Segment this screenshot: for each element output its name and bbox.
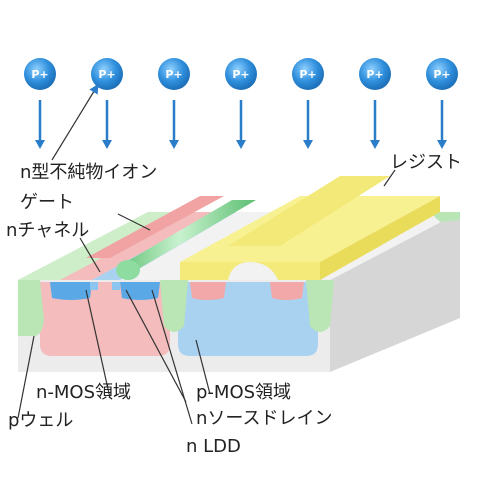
ion-5: P+ [292,58,324,149]
ion-label: P+ [98,68,115,81]
label-n-ion: n型不純物イオン [20,162,157,183]
p-well [40,282,170,356]
label-gate: ゲート [20,192,74,213]
label-resist: レジスト [390,152,462,173]
ion-circle [359,58,391,90]
p-source-drain [190,282,304,300]
ion-arrow-head [236,140,246,149]
gate [116,200,256,280]
ion-label: P+ [165,68,182,81]
n-source-drain [50,282,160,300]
ion-label: P+ [433,68,450,81]
leader-lines [17,83,396,425]
ion-label: P+ [299,68,316,81]
n-ldd [90,282,120,290]
label-n-channel: nチャネル [6,220,89,241]
ion-circle [91,58,123,90]
ion-3: P+ [158,58,190,149]
ion-label: P+ [232,68,249,81]
gate-rail-pink [86,196,224,258]
label-n-mos: n-MOS領域 [36,382,131,403]
ion-circle [426,58,458,90]
ion-6: P+ [359,58,391,149]
resist [180,176,440,280]
ion-7: P+ [426,58,458,149]
label-p-mos: p-MOS領域 [196,382,291,403]
label-n-source-drain: nソースドレイン [196,408,333,429]
ion-arrow-head [303,140,313,149]
ion-2: P+ [91,58,123,149]
ion-label: P+ [366,68,383,81]
ion-1: P+ [24,58,56,149]
ion-arrow-head [169,140,179,149]
ion-arrow-head [437,140,447,149]
labels: n型不純物イオン ゲート nチャネル レジスト n-MOS領域 pウェル p-M… [6,152,462,457]
ion-circle [292,58,324,90]
label-n-ldd: n LDD [186,436,241,457]
field-oxide [18,280,334,336]
ion-4: P+ [225,58,257,149]
ion-arrow-head [35,140,45,149]
ion-circle [158,58,190,90]
label-p-well: pウェル [8,410,73,431]
n-well [178,282,318,356]
ion-arrow-head [370,140,380,149]
ion-row: P+ P+ P+ P+ P+ P+ P+ [24,58,458,149]
ion-circle [24,58,56,90]
ion-label: P+ [31,68,48,81]
ion-arrow-head [102,140,112,149]
ion-circle [225,58,257,90]
